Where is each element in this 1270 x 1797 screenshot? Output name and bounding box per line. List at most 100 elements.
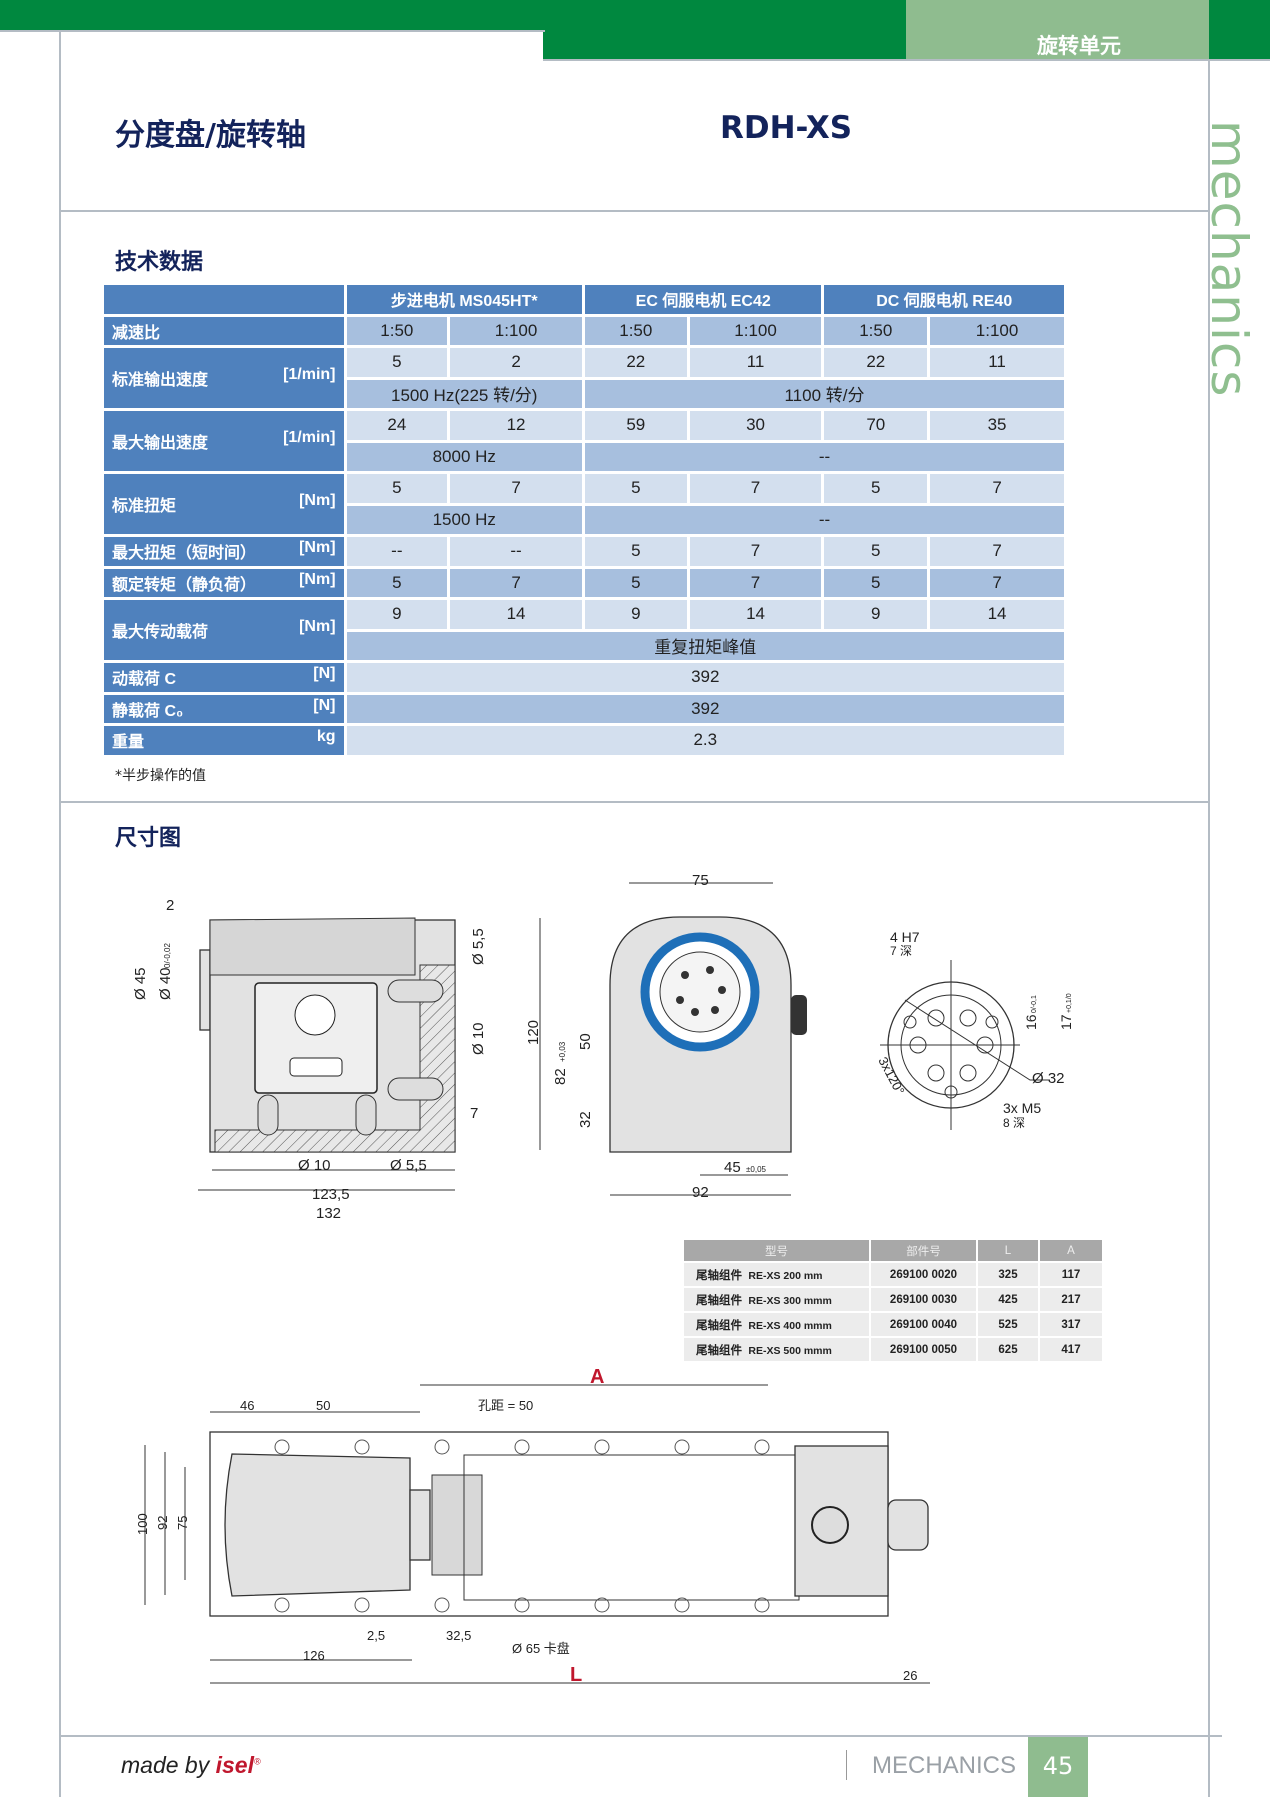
dim-label: ±0,05 [746,1165,767,1174]
cell: 22 [584,348,687,377]
cell: 9 [584,600,687,629]
dim-label: 92 [692,1184,709,1201]
cell: 1:100 [450,316,582,345]
dim-label: 50 [577,1033,594,1050]
cell: -- [450,537,582,566]
page-number-box: 45 [1028,1737,1088,1797]
cell: 5 [346,568,448,597]
cell: 24 [346,411,448,440]
dim-label: 82 [552,1068,569,1085]
cell: 7 [689,474,822,503]
cell: 12 [450,411,582,440]
part-number: 269100 0040 [871,1313,976,1336]
registered-mark: ® [253,1756,261,1767]
part-number: 269100 0050 [871,1338,976,1361]
cell: 1:50 [584,316,687,345]
cell: 5 [346,348,448,377]
dim-label: 32,5 [446,1628,471,1643]
dim-label: 4 H7 [890,929,920,945]
dim-label: 7 [470,1105,478,1122]
section-title-specs: 技术数据 [115,250,204,275]
cell: 7 [450,474,582,503]
row-label: 减速比 [104,316,344,345]
table-row: 1500 Hz-- [104,505,1064,534]
cell: -- [584,505,1064,534]
part-name: 尾轴组件 RE-XS 400 mmm [684,1313,869,1336]
dim-label: Ø 10 [298,1157,331,1174]
dim-label: Ø 5,5 [390,1157,427,1174]
cell: -- [346,537,448,566]
cell: 5 [584,474,687,503]
dim-label: 16 [1023,1014,1039,1030]
isel-logo: isel [215,1752,254,1778]
dim-label: +0,03 [558,1041,567,1062]
cell: 5 [824,537,928,566]
cell: 9 [346,600,448,629]
cell: 1500 Hz [346,505,582,534]
right-margin-line [1208,60,1210,1797]
dim-label: 0/-0,1 [1031,995,1038,1013]
row-label: 标准输出速度[1/min] [104,348,344,408]
cell: 2 [450,348,582,377]
dim-label: 8 深 [1003,1116,1025,1130]
cell: 217 [1040,1288,1102,1311]
part-name: 尾轴组件 RE-XS 200 mm [684,1263,869,1286]
row-label: 最大扭矩（短时间）[Nm] [104,537,344,566]
dim-label: 32 [577,1111,594,1128]
footnote: *半步操作的值 [115,768,206,784]
part-name: 尾轴组件 RE-XS 300 mmm [684,1288,869,1311]
row-label: 最大传动载荷[Nm] [104,600,344,660]
front-view-drawing [539,882,807,1196]
page-title: 分度盘/旋转轴 [115,118,306,153]
dim-label: 孔距 = 50 [478,1398,533,1413]
cell: 11 [689,348,822,377]
row-label: 额定转矩（静负荷）[Nm] [104,568,344,597]
cell: 5 [824,568,928,597]
table-row: 重复扭矩峰值 [104,631,1064,660]
part-name: 尾轴组件 RE-XS 500 mmm [684,1338,869,1361]
dim-label: 45 [724,1159,741,1176]
cell: 2.3 [346,726,1064,755]
side-view-drawing [198,917,456,1191]
cell: 117 [1040,1263,1102,1286]
cell: 重复扭矩峰值 [346,631,1064,660]
cell: 317 [1040,1313,1102,1336]
cell: 70 [824,411,928,440]
cell: 1500 Hz(225 转/分) [346,379,582,408]
column-header: A [1040,1240,1102,1261]
divider [60,801,1210,803]
dim-label: 92 [155,1516,170,1530]
section-title-dimensions: 尺寸图 [115,826,182,851]
made-by-text: made by [121,1752,210,1778]
part-number: 269100 0030 [871,1288,976,1311]
dim-label: 50 [316,1398,330,1413]
cell: 1:50 [346,316,448,345]
cell: 7 [450,568,582,597]
cell: 1100 转/分 [584,379,1064,408]
model-name: RDH-XS [720,110,853,146]
cell: 9 [824,600,928,629]
cell: -- [584,442,1064,471]
cell: 325 [978,1263,1038,1286]
part-number: 269100 0020 [871,1263,976,1286]
cell: 625 [978,1338,1038,1361]
dim-label: 46 [240,1398,254,1413]
footer-divider [60,1735,1222,1737]
cell: 7 [930,474,1064,503]
left-margin-line [59,31,61,1797]
dim-label: Ø 5,5 [470,928,487,965]
cell: 59 [584,411,687,440]
dim-label: Ø 32 [1032,1070,1065,1087]
row-label: 静载荷 C₀[N] [104,694,344,723]
assembly-drawing [144,1384,930,1684]
cell: 14 [450,600,582,629]
